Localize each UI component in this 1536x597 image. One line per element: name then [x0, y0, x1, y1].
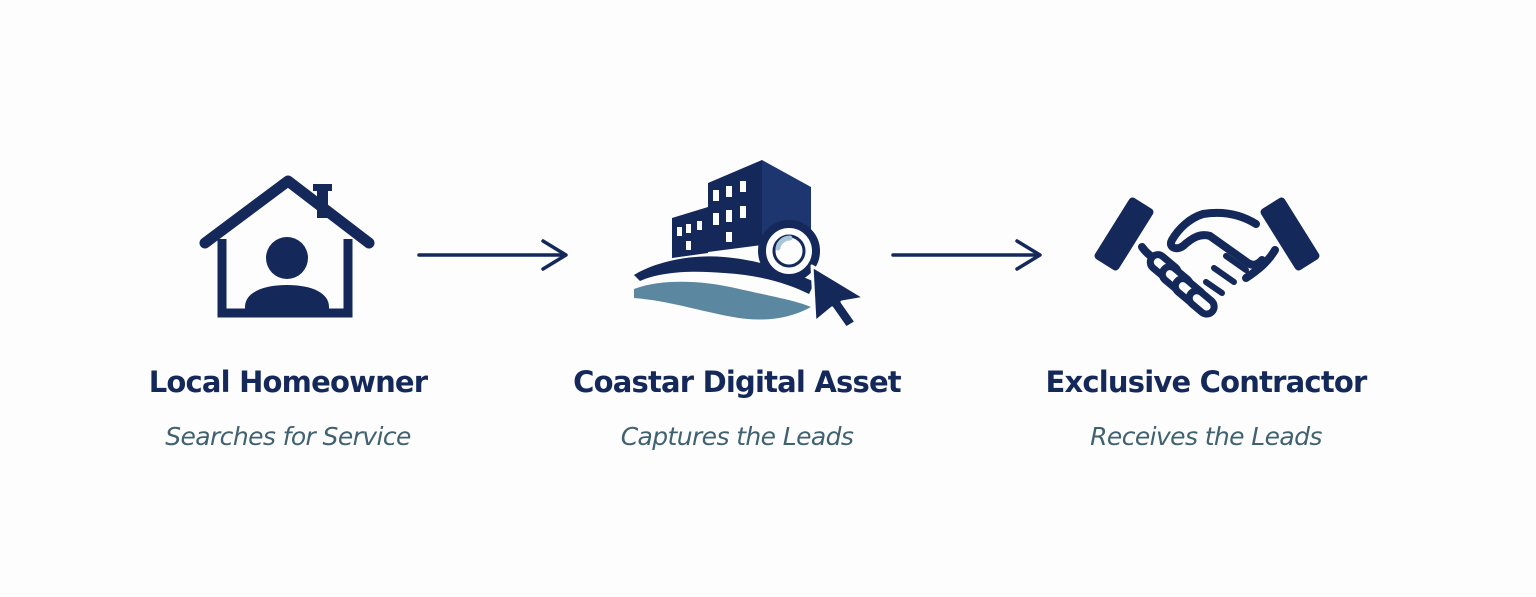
building-search-icon	[634, 160, 867, 330]
step-title: Local Homeowner	[148, 365, 428, 399]
right-arrow-icon	[417, 239, 568, 271]
right-arrow-icon	[891, 239, 1042, 271]
step-title: Exclusive Contractor	[1045, 365, 1367, 399]
step-subtitle: Searches for Service	[165, 422, 411, 451]
handshake-icon	[1094, 197, 1320, 318]
step-subtitle: Captures the Leads	[620, 422, 854, 451]
house-with-person-icon	[199, 175, 375, 318]
step-subtitle: Receives the Leads	[1090, 422, 1322, 451]
step-title: Coastar Digital Asset	[573, 365, 902, 399]
